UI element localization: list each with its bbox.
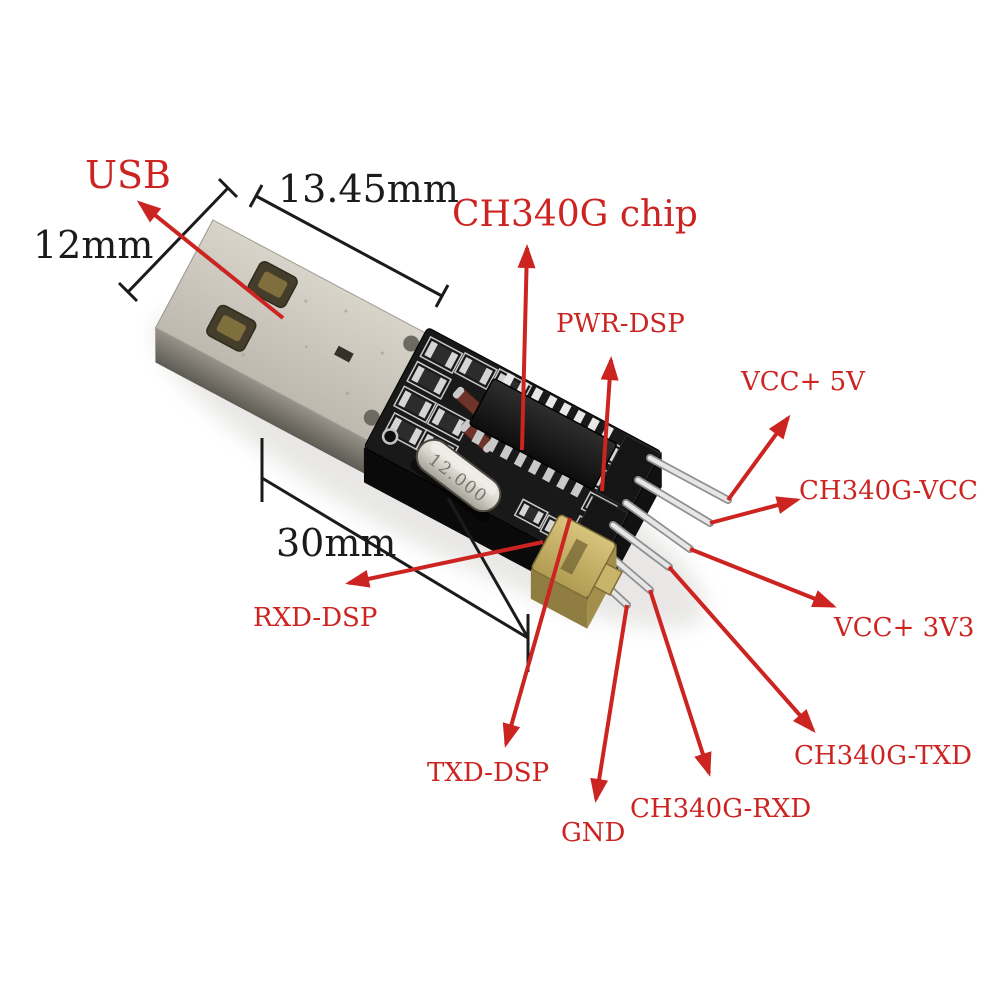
- usb-arrow: [136, 200, 285, 320]
- ch340g-vcc-arrow: [709, 496, 801, 525]
- usb-retention-hole-2: [206, 304, 257, 352]
- rxd-dsp-label: RXD-DSP: [253, 603, 377, 633]
- pin-3v3: [622, 499, 694, 553]
- annotation-labels: USB 12mm 13.45mm CH340G chip PWR-DSP VCC…: [33, 153, 978, 848]
- vcc-5v-arrow: [726, 414, 791, 502]
- annotation-arrows: [136, 200, 837, 803]
- usb-shell-side-face: [155, 327, 368, 476]
- txd-dsp-label: TXD-DSP: [427, 758, 549, 788]
- pwr-dsp-arrow: [600, 356, 619, 492]
- pin-5v: [646, 454, 732, 504]
- header-pins: [585, 454, 732, 609]
- vcc-3v3-label: VCC+ 3V3: [833, 613, 974, 643]
- ch340g-txd-label: CH340G-TXD: [794, 741, 972, 771]
- usb-crimp-bump-2: [363, 409, 380, 426]
- ch340g-txd-arrow: [667, 565, 816, 733]
- txd-dsp-arrow: [502, 517, 572, 748]
- usb-label: USB: [85, 153, 171, 197]
- pwr-dsp-label: PWR-DSP: [556, 309, 685, 339]
- dimension-12mm: [117, 177, 239, 303]
- usb-connector-shell: [155, 219, 426, 476]
- usb-ttl-module: 12.000: [155, 219, 662, 607]
- ch340g-chip-arrow: [517, 244, 536, 451]
- gnd-arrow: [590, 604, 629, 803]
- dim-13-45mm-label: 13.45mm: [278, 167, 459, 211]
- dim-30mm-label: 30mm: [276, 521, 396, 565]
- ch340g-vcc-label: CH340G-VCC: [799, 476, 978, 506]
- pin-vcc: [634, 476, 714, 527]
- gnd-label: GND: [561, 818, 625, 848]
- ch340g-chip-label: CH340G chip: [452, 194, 698, 235]
- ch340g-rxd-arrow: [648, 589, 712, 777]
- pin-txd: [609, 521, 673, 571]
- ch340g-rxd-label: CH340G-RXD: [630, 794, 811, 824]
- rxd-dsp-arrow: [345, 540, 544, 588]
- dimension-13-45mm: [248, 184, 450, 308]
- dim-12mm-label: 12mm: [33, 223, 153, 267]
- usb-crimp-bump-1: [403, 335, 420, 352]
- vcc-3v3-arrow: [689, 547, 837, 608]
- mounting-hole: [381, 428, 399, 445]
- jumper-tab: [592, 562, 624, 596]
- vcc-5v-label: VCC+ 5V: [740, 367, 866, 397]
- usb-shell-slot: [333, 345, 354, 363]
- usb-retention-hole-1: [247, 261, 298, 309]
